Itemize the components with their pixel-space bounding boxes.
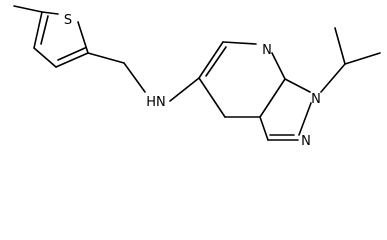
pyridine-ring (198, 41, 286, 118)
pyrazole-n1-label: N (311, 92, 321, 107)
bond-nh-c5 (169, 77, 200, 102)
amine-atom-label: HN (146, 95, 166, 110)
bond-c4-c5 (198, 77, 226, 118)
bond-c3-c2-double (57, 47, 86, 61)
bond-c5-c4-double (40, 15, 49, 45)
bond-ch-methyl-a (334, 27, 346, 65)
pyrazole-ring (259, 78, 312, 141)
bond-c4-c3 (33, 47, 57, 68)
bond-c7a-c3a (259, 78, 286, 118)
bond-s-c5 (41, 11, 59, 15)
sulfur-atom-label: S (64, 13, 72, 28)
thiophene-ring (33, 11, 89, 68)
bond-c6-n7 (222, 41, 257, 45)
bond-methyl (13, 5, 43, 13)
bond-c5-c4 (33, 11, 43, 49)
molecule-structure: S HN N N N (13, 5, 381, 149)
bond-ch2-nh (123, 62, 146, 93)
bond-n7-c7a (271, 52, 286, 80)
pyridine-n-label: N (262, 43, 272, 58)
bond-c5-c6-double (205, 46, 227, 77)
bond-c2-ch2 (87, 52, 125, 64)
bond-n1-n2 (298, 102, 312, 136)
pyrazole-n2-label: N (301, 134, 311, 149)
bond-c7a-n1 (284, 78, 311, 93)
bond-c3-c3a (259, 116, 269, 141)
bond-c2-s (77, 21, 89, 54)
bond-c3-c2 (55, 52, 89, 68)
bond-n1-ch (320, 63, 346, 93)
bond-ch-methyl-b (344, 52, 381, 65)
bond-c5-c6 (198, 41, 224, 79)
